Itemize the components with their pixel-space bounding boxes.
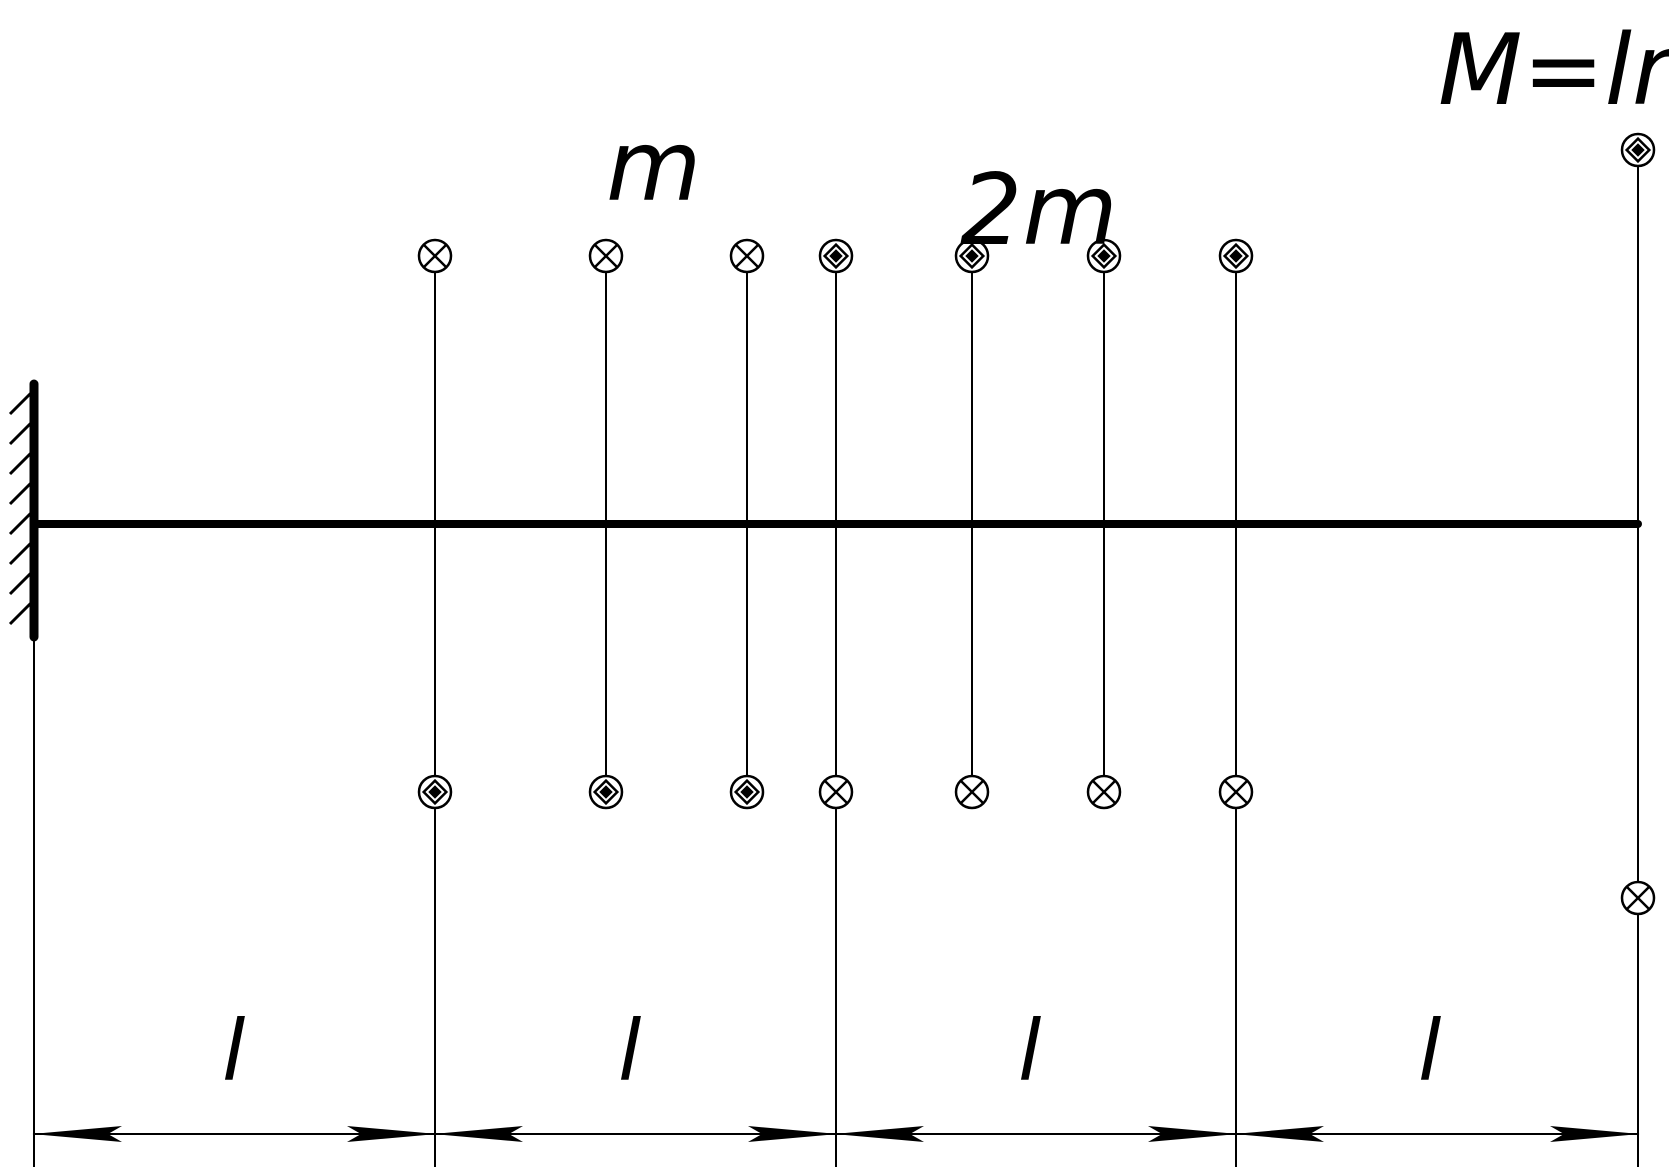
- into-page-icon: [588, 238, 624, 274]
- out-of-page-icon: [954, 238, 990, 274]
- out-of-page-icon: [1218, 238, 1254, 274]
- moment-label-2m: 2m: [960, 154, 1118, 268]
- out-of-page-icon: [588, 774, 624, 810]
- into-page-icon: [1086, 774, 1122, 810]
- into-page-icon: [417, 238, 453, 274]
- span-label-2: l: [618, 1002, 641, 1100]
- out-of-page-icon: [729, 774, 765, 810]
- into-page-icon: [1620, 880, 1656, 916]
- out-of-page-icon: [417, 774, 453, 810]
- moment-label-M: M=lm: [1438, 14, 1669, 128]
- span-label-3: l: [1018, 1002, 1041, 1100]
- couple-symbols: [417, 132, 1656, 916]
- fixed-support: [8, 379, 39, 642]
- out-of-page-icon: [818, 238, 854, 274]
- span-label-4: l: [1418, 1002, 1441, 1100]
- into-page-icon: [818, 774, 854, 810]
- into-page-icon: [729, 238, 765, 274]
- into-page-icon: [1218, 774, 1254, 810]
- out-of-page-icon: [1086, 238, 1122, 274]
- couple-lines: [605, 255, 1105, 775]
- out-of-page-icon: [1620, 132, 1656, 168]
- into-page-icon: [954, 774, 990, 810]
- extension-lines: [33, 150, 1639, 1167]
- moment-label-m: m: [606, 110, 701, 224]
- span-label-1: l: [222, 1002, 245, 1100]
- wall-hatching: [8, 388, 36, 626]
